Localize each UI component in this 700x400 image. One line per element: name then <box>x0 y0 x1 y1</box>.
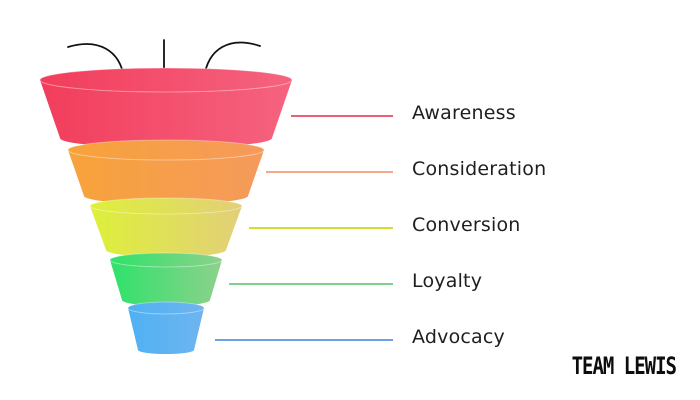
connector-lines <box>215 115 393 341</box>
funnel-segment-advocacy <box>128 308 204 354</box>
funnel-segment-loyalty <box>110 260 222 306</box>
funnel-rim-loyalty <box>109 252 223 268</box>
stage-label-conversion: Conversion <box>412 214 521 236</box>
funnel-rim-awareness <box>39 67 293 93</box>
stage-label-advocacy: Advocacy <box>412 326 505 348</box>
funnel-rim-advocacy <box>127 301 205 315</box>
funnel-segment-consideration <box>68 150 264 204</box>
funnel-segment-conversion <box>90 206 242 257</box>
funnel-segment-awareness <box>40 80 292 148</box>
funnel-rim-consideration <box>67 139 265 161</box>
stage-label-loyalty: Loyalty <box>412 270 483 292</box>
stage-label-awareness: Awareness <box>412 102 516 124</box>
funnel <box>39 67 293 354</box>
team-lewis-logo: TEAM LEWIS <box>571 352 677 381</box>
stage-label-consideration: Consideration <box>412 158 547 180</box>
funnel-rim-conversion <box>89 197 243 215</box>
